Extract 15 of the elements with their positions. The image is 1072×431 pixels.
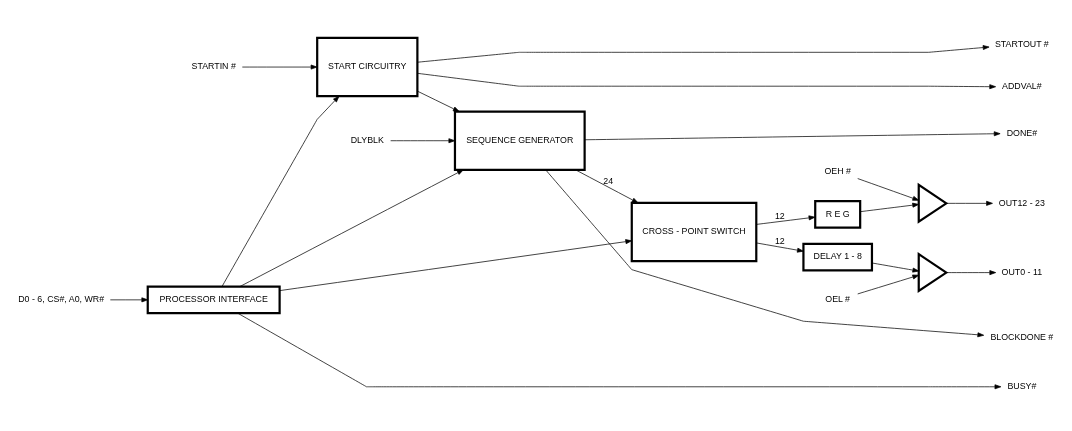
node-text: STARTIN # xyxy=(191,61,236,72)
node-text: OUT12 - 23 xyxy=(998,197,1045,208)
node-text: DLYBLK xyxy=(350,135,384,145)
node-text: OEH # xyxy=(824,165,851,176)
edge-label: 12 xyxy=(774,236,785,247)
node-text: STARTOUT # xyxy=(994,38,1049,49)
node-text: BUSY# xyxy=(1007,381,1037,392)
node-text: D0 - 6, CS#, A0, WR# xyxy=(18,294,105,305)
node-text: BLOCKDONE # xyxy=(990,332,1054,343)
node-text: OUT0 - 11 xyxy=(1001,266,1043,277)
edge-label: 24 xyxy=(603,175,614,186)
node-text: OEL # xyxy=(825,294,851,305)
node-text: ADDVAL# xyxy=(1002,81,1042,92)
node-text: DONE# xyxy=(1006,127,1038,138)
edge-label: 12 xyxy=(774,210,785,221)
